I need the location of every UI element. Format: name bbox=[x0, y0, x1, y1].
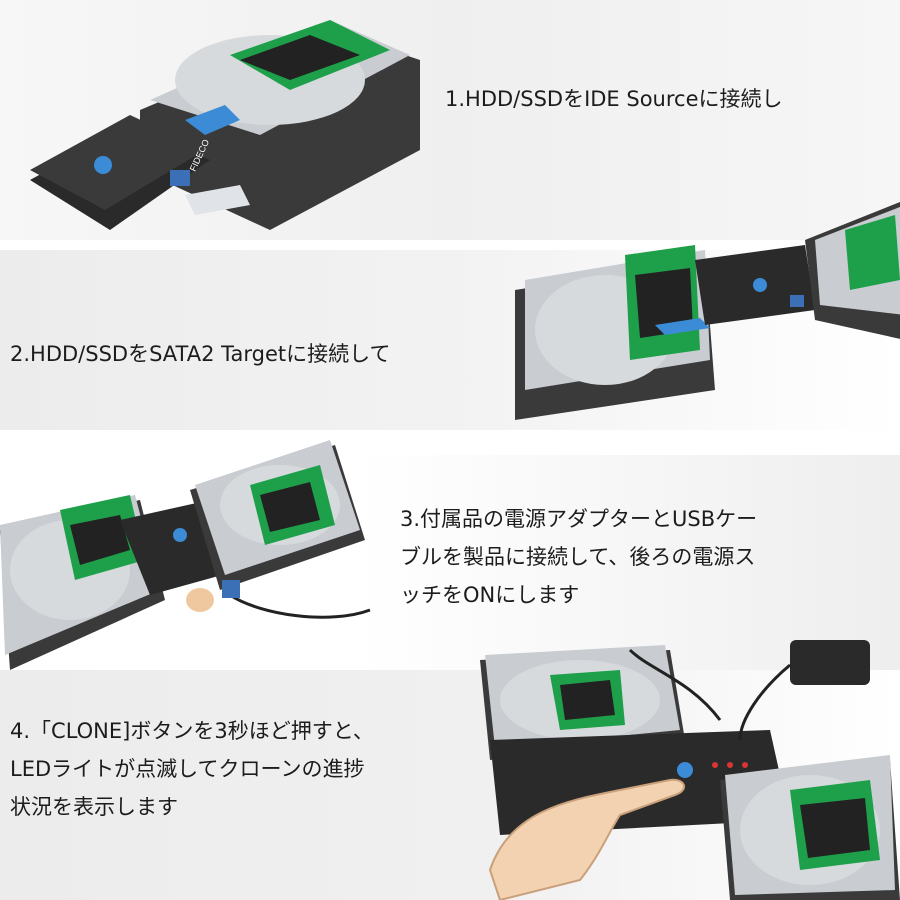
step1-illustration: FIDECO bbox=[30, 20, 420, 230]
step3-line-2: ブルを製品に接続して、後ろの電源ス bbox=[400, 545, 756, 569]
step3-line-1: 3.付属品の電源アダプターとUSBケー bbox=[400, 507, 758, 531]
step4-line-2: LEDライトが点滅してクローンの進捗 bbox=[10, 757, 365, 781]
step4-line-1: 4.「CLONE]ボタンを3秒ほど押すと、 bbox=[10, 719, 374, 743]
step3-illustration bbox=[0, 440, 371, 670]
step3-line-3: ッチをONにします bbox=[400, 583, 580, 607]
step3-text: 3.付属品の電源アダプターとUSBケー ブルを製品に接続して、後ろの電源ス ッチ… bbox=[400, 500, 870, 614]
step4-line-3: 状況を表示します bbox=[10, 795, 178, 819]
step4-text: 4.「CLONE]ボタンを3秒ほど押すと、 LEDライトが点滅してクローンの進捗… bbox=[10, 712, 480, 826]
step2-illustration bbox=[515, 202, 900, 420]
step2-line: 2.HDD/SSDをSATA2 Targetに接続して bbox=[10, 342, 391, 366]
step2-text: 2.HDD/SSDをSATA2 Targetに接続して bbox=[10, 335, 500, 373]
step1-text: 1.HDD/SSDをIDE Sourceに接続し bbox=[445, 80, 885, 118]
step4-illustration bbox=[480, 640, 900, 900]
step1-line: 1.HDD/SSDをIDE Sourceに接続し bbox=[445, 87, 783, 111]
